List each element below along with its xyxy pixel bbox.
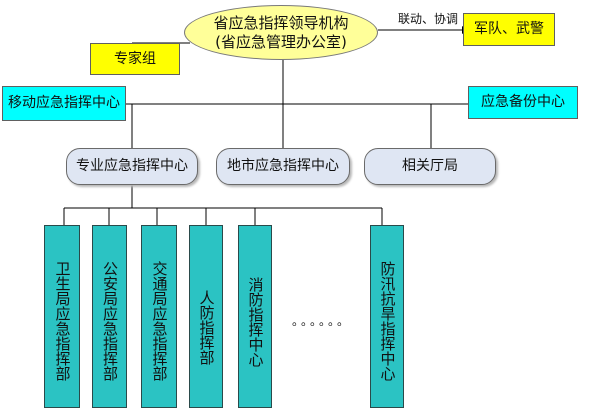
backup-center-box: 应急备份中心 [468, 86, 578, 119]
civil-defense-label: 人防指挥部 [197, 290, 216, 365]
expert-group-box: 专家组 [90, 43, 180, 75]
root-subtitle: (省应急管理办公室) [215, 33, 347, 51]
health-bureau-label: 卫生局应急指挥部 [53, 260, 72, 381]
fire-command-label: 消防指挥中心 [246, 276, 265, 367]
related-departments-box: 相关厅局 [364, 148, 496, 185]
root-title: 省应急指挥领导机构 [213, 14, 349, 32]
transport-bureau-column: 交通局应急指挥部 [141, 225, 177, 408]
ellipsis-text: 。。。。。。 [292, 314, 353, 328]
mobile-command-center-box: 移动应急指挥中心 [2, 86, 126, 121]
specialized-command-center-box: 专业应急指挥中心 [66, 148, 198, 185]
health-bureau-column: 卫生局应急指挥部 [44, 225, 80, 408]
fire-command-column: 消防指挥中心 [238, 225, 272, 408]
transport-bureau-label: 交通局应急指挥部 [150, 260, 169, 381]
link-coordinate-note: 联动、协调 [398, 12, 459, 26]
city-command-center-box: 地市应急指挥中心 [216, 148, 350, 185]
civil-defense-column: 人防指挥部 [189, 225, 223, 408]
public-security-column: 公安局应急指挥部 [92, 225, 127, 408]
flood-drought-column: 防汛抗旱指挥中心 [370, 225, 404, 408]
public-security-label: 公安局应急指挥部 [101, 260, 119, 381]
flood-drought-label: 防汛抗旱指挥中心 [378, 260, 397, 381]
root-command-node: 省应急指挥领导机构 (省应急管理办公室) [184, 5, 378, 60]
military-police-box: 军队、武警 [463, 13, 555, 46]
